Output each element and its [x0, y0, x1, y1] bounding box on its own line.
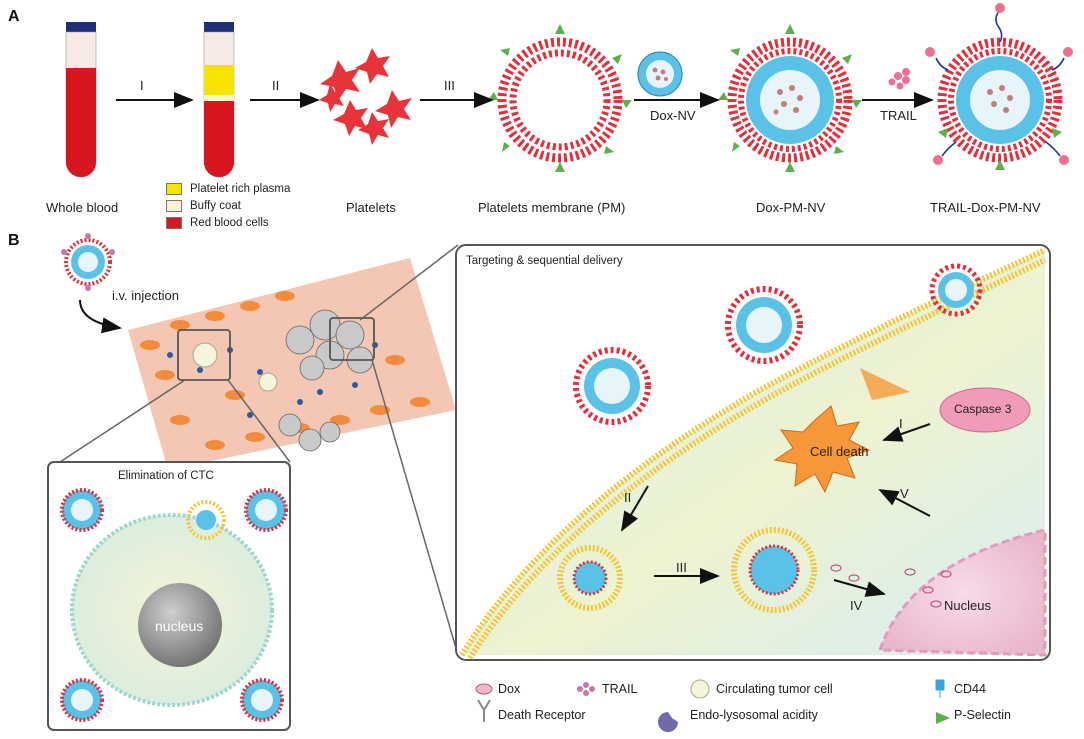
panel-b-arrows [620, 423, 931, 597]
whole-blood-tube [65, 22, 97, 178]
nucleus-label-2: Nucleus [944, 598, 991, 613]
injection-label: i.v. injection [112, 288, 179, 303]
dox-nv-particle [637, 51, 683, 97]
injection-arrow [79, 299, 122, 334]
platelets-illustration [319, 48, 412, 145]
zoom-lines [59, 244, 459, 656]
step-b-iv-label: IV [850, 598, 863, 613]
step-iii-label: III [444, 78, 455, 93]
legend-trail: TRAIL [602, 682, 638, 696]
legend-death-receptor: Death Receptor [498, 708, 586, 722]
step-b-iii-label: III [676, 560, 687, 575]
color-swatch [166, 216, 182, 229]
separated-blood-tube [203, 22, 235, 178]
step-b-ii-label: II [624, 490, 632, 505]
legend-dox: Dox [498, 682, 521, 696]
legend-p-selectin: P-Selectin [954, 708, 1011, 722]
step-b-i-label: I [899, 416, 903, 431]
nucleus-label: nucleus [155, 618, 204, 634]
tube-legend: Platelet rich plasma Buffy coat Red bloo… [166, 180, 290, 231]
injected-nanoparticle [61, 233, 115, 291]
legend-endo-lysosomal-acidity: Endo-lysosomal acidity [690, 708, 818, 722]
legend-circulating-tumor-cell: Circulating tumor cell [716, 682, 833, 696]
panel-a-letter: A [8, 8, 20, 25]
trail-dox-pm-nv-label: TRAIL-Dox-PM-NV [930, 200, 1041, 215]
ctc-box-title: Elimination of CTC [118, 470, 214, 482]
trail-particle [888, 68, 910, 90]
tube-legend-item: Platelet rich plasma [166, 180, 290, 197]
whole-blood-label: Whole blood [46, 200, 119, 215]
dox-pm-nv-label: Dox-PM-NV [756, 200, 826, 215]
tube-legend-label: Buffy coat [190, 199, 241, 212]
legend-icons [475, 679, 950, 732]
tube-legend-label: Platelet rich plasma [190, 182, 291, 195]
ctc-elimination-box [47, 461, 291, 731]
dox-pm-nv-particle [718, 24, 862, 172]
platelet-membrane-label: Platelets membrane (PM) [478, 200, 626, 215]
legend-cd44: CD44 [954, 682, 986, 696]
trail-arrow-label: TRAIL [880, 108, 917, 123]
tube-legend-item: Buffy coat [166, 197, 290, 214]
tube-legend-label: Red blood cells [190, 216, 269, 229]
color-swatch [166, 199, 182, 212]
platelet-membrane-vesicle [488, 24, 632, 172]
dox-nv-arrow-label: Dox-NV [650, 108, 696, 123]
blood-vessel [128, 258, 456, 470]
trail-dox-pm-nv-particle [925, 3, 1073, 170]
caspase-label: Caspase 3 [954, 402, 1012, 416]
panel-b-letter: B [8, 232, 20, 249]
color-swatch [166, 182, 182, 195]
step-i-label: I [140, 78, 144, 93]
step-ii-label: II [272, 78, 280, 93]
delivery-box-title: Targeting & sequential delivery [466, 255, 623, 267]
tube-legend-item: Red blood cells [166, 214, 290, 231]
step-b-v-label: V [900, 486, 909, 501]
cell-death-label: Cell death [810, 444, 869, 459]
targeted-delivery-box [455, 244, 1051, 661]
platelets-label: Platelets [346, 200, 396, 215]
